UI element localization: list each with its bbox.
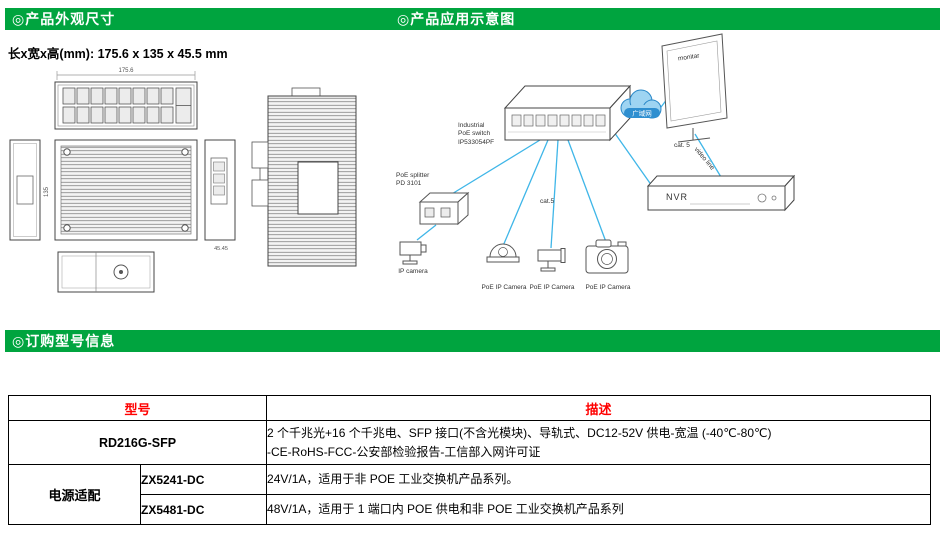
technical-drawings: 175.6 135: [9, 68, 357, 293]
switch-ports: [511, 114, 606, 127]
bullet-camera-icon: [537, 248, 566, 272]
section-header-order: ◎订购型号信息: [5, 330, 940, 352]
dslr-camera-icon: [585, 239, 629, 274]
desc-zx5241-dc: 24V/1A，适用于非 POE 工业交换机产品系列。: [266, 464, 931, 495]
application-diagram-art: 广域网: [399, 33, 796, 274]
dim-height-label: 135: [44, 186, 50, 197]
order-table: 型号 描述 RD216G-SFP 2 个千兆光+16 个千兆电、SFP 接口(不…: [7, 395, 931, 525]
ip-camera-label: IP camera: [398, 268, 428, 275]
desc-zx5481-dc: 48V/1A，适用于 1 端口内 POE 供电和非 POE 工业交换机产品系列: [266, 494, 931, 525]
model-zx5241-dc: ZX5241-DC: [139, 464, 268, 495]
section-header-appearance: ◎产品外观尺寸: [5, 8, 395, 30]
section-header-application: ◎产品应用示意图: [390, 8, 940, 30]
rail-mount-view: [251, 87, 357, 267]
model-rd216g-sfp: RD216G-SFP: [7, 420, 268, 465]
col-header-desc: 描述: [266, 395, 931, 421]
poe-ip-camera-label-3: PoE IP Camera: [585, 284, 631, 291]
dim-width-label: 175.6: [118, 68, 134, 74]
poe-splitter-device: [418, 191, 470, 226]
poe-ip-camera-label-2: PoE IP Camera: [529, 284, 575, 291]
ip-camera-icon: [399, 241, 427, 265]
corner-screw: [63, 224, 71, 232]
section-header-appearance-label: ◎产品外观尺寸: [12, 11, 116, 27]
front-view: [54, 81, 198, 130]
bottom-view: [57, 251, 155, 293]
desc-line-2: -CE-RoHS-FCC-公安部检验报告-工信部入网许可证: [267, 444, 541, 459]
side-view-right: [204, 139, 236, 241]
corner-screw: [181, 224, 189, 232]
model-zx5481-dc: ZX5481-DC: [139, 494, 268, 525]
monitor: [661, 33, 728, 143]
dimension-width-lines: [56, 71, 196, 80]
corner-screw: [63, 148, 71, 156]
cat5-label-monitor: cat. 5: [674, 142, 690, 149]
poe-switch: [503, 84, 632, 142]
corner-screw: [181, 148, 189, 156]
din-clip: [251, 141, 269, 169]
table-row-power-2: ZX5481-DC 48V/1A，适用于 1 端口内 POE 供电和非 POE …: [9, 494, 931, 525]
wan-label: 广域网: [632, 109, 652, 118]
section-header-application-label: ◎产品应用示意图: [397, 11, 516, 27]
side-view-left: [9, 139, 41, 241]
din-clip: [251, 179, 269, 207]
table-header-row: 型号 描述: [7, 395, 931, 421]
table-row-power-1: 电源适配 ZX5241-DC 24V/1A，适用于非 POE 工业交换机产品系列…: [8, 464, 931, 525]
dimensions-text: 长x宽x高(mm): 175.6 x 135 x 45.5 mm: [8, 47, 228, 61]
dim-depth-label: 45.45: [214, 246, 228, 252]
application-diagram: 广域网: [390, 28, 940, 326]
rj45-ports: [62, 87, 192, 124]
wan-cloud-icon: 广域网: [620, 89, 662, 119]
industrial-switch-label: Industrial PoE switch IP533054PF: [458, 122, 495, 146]
col-header-model: 型号: [7, 395, 268, 421]
nvr-device: [646, 174, 796, 212]
cat5-label-cameras: cat.5: [540, 198, 555, 205]
top-view: [54, 139, 198, 241]
table-row-product: RD216G-SFP 2 个千兆光+16 个千兆电、SFP 接口(不含光模块)、…: [7, 420, 931, 465]
desc-rd216g-sfp: 2 个千兆光+16 个千兆电、SFP 接口(不含光模块)、导轨式、DC12-52…: [266, 420, 931, 465]
desc-line-1: 2 个千兆光+16 个千兆电、SFP 接口(不含光模块)、导轨式、DC12-52…: [267, 425, 772, 440]
network-cables: [416, 89, 725, 249]
section-header-order-label: ◎订购型号信息: [12, 333, 116, 349]
dome-camera-icon: [486, 243, 520, 263]
poe-splitter-label: PoE splitter PD 3101: [396, 172, 430, 188]
nvr-label: NVR: [666, 192, 689, 202]
poe-ip-camera-label-1: PoE IP Camera: [481, 284, 527, 291]
power-adapter-group-cell: 电源适配: [8, 464, 141, 525]
